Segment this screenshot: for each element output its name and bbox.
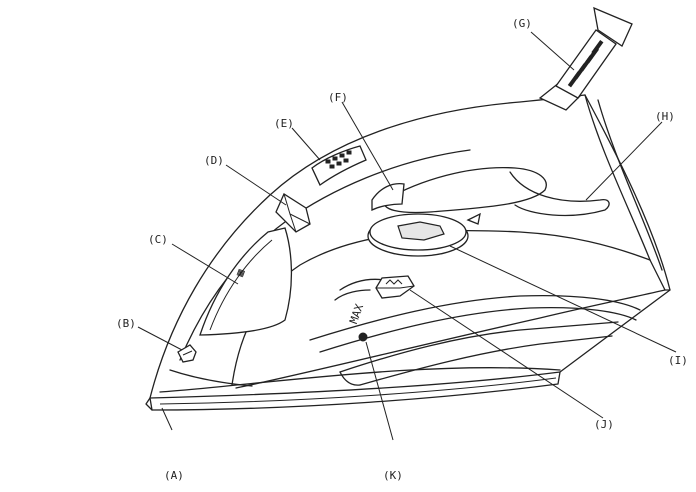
steam-burst-button (311, 145, 367, 186)
max-fill-mark: MAX (347, 302, 368, 342)
leader-c (171, 243, 239, 285)
leader-h (585, 121, 663, 201)
leader-g (530, 31, 575, 71)
label-b: (B) (116, 317, 136, 330)
leader-e (291, 127, 321, 161)
self-clean-button (375, 275, 415, 299)
label-j: (J) (594, 418, 614, 431)
label-h: (H) (655, 110, 675, 123)
leader-j (409, 289, 604, 419)
leader-f (341, 101, 394, 191)
label-g: (G) (512, 17, 532, 30)
spray-nozzle (177, 344, 197, 363)
tank-symbol: ▦ (233, 267, 248, 278)
leader-a (161, 407, 173, 431)
temperature-dial (367, 212, 481, 257)
label-i: (I) (668, 354, 688, 367)
steam-control (371, 182, 405, 212)
callout-labels: (A) (B) (C) (D) (E) (F) (G) (H) (I) (J) … (116, 17, 688, 482)
leader-d (225, 164, 287, 206)
label-e: (E) (274, 117, 294, 130)
leader-k (365, 341, 394, 441)
label-d: (D) (204, 154, 224, 167)
max-label: MAX (347, 302, 366, 325)
leader-b (137, 326, 183, 351)
label-k: (K) (383, 469, 403, 482)
leader-i (449, 245, 677, 353)
label-c: (C) (148, 233, 168, 246)
label-a: (A) (164, 469, 184, 482)
water-tank-window: ▦ (199, 227, 293, 336)
cord-guard (538, 6, 633, 111)
label-f: (F) (328, 91, 348, 104)
leader-lines (137, 31, 677, 441)
spray-button (275, 193, 311, 233)
soleplate (145, 371, 561, 411)
